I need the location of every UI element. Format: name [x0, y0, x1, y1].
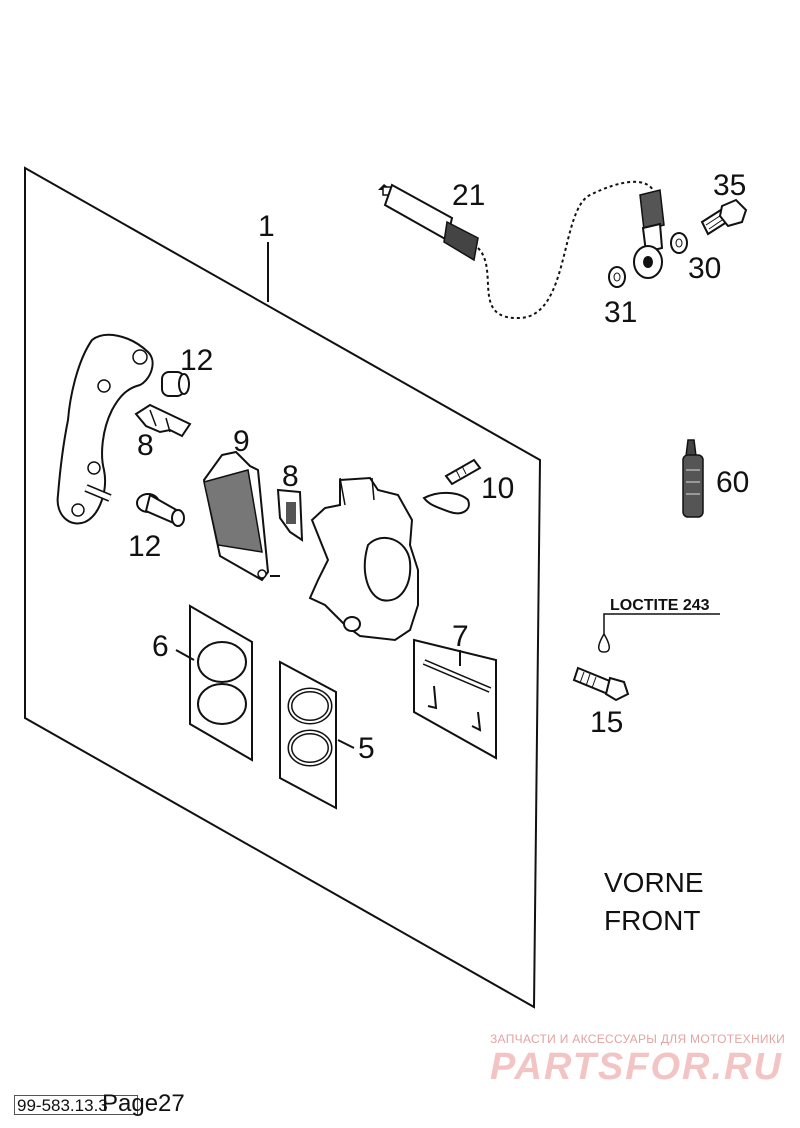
leader-6 [175, 649, 195, 661]
callout-8-left: 8 [137, 429, 154, 462]
rubber-boot-upper [161, 371, 190, 397]
brake-pad [202, 450, 280, 582]
callout-7: 7 [452, 620, 469, 653]
brake-hose [378, 180, 665, 320]
watermark-tagline: ЗАПЧАСТИ И АКСЕССУАРЫ ДЛЯ МОТОТЕХНИКИ [490, 1032, 786, 1046]
pad-pin-kit [422, 659, 492, 732]
callout-5: 5 [358, 732, 375, 765]
callout-10: 10 [481, 472, 514, 505]
watermark-logo: PARTSFOR.RU [490, 1046, 783, 1088]
callout-31: 31 [604, 296, 637, 329]
callout-21: 21 [452, 179, 485, 212]
caliper-bracket [56, 333, 154, 525]
callout-35: 35 [713, 169, 746, 202]
loctite-drop-icon [598, 632, 610, 653]
grease-tube [682, 439, 704, 518]
loctite-note: LOCTITE 243 [610, 597, 710, 614]
callout-6: 6 [152, 630, 169, 663]
caliper-body [308, 476, 419, 642]
callout-1: 1 [258, 210, 275, 243]
pin-kit-box [413, 638, 497, 760]
pad-spring-right [276, 488, 304, 542]
callout-12-upper: 12 [180, 344, 213, 377]
direction-line2: FRONT [604, 905, 700, 936]
page-number: Page27 [102, 1090, 185, 1117]
loctite-leader [603, 613, 720, 634]
callout-9: 9 [233, 425, 250, 458]
piston-box [189, 604, 253, 762]
callout-60: 60 [716, 466, 749, 499]
callout-12-lower: 12 [128, 530, 161, 563]
guide-bolt [136, 493, 185, 527]
seal-box [279, 660, 337, 810]
callout-15: 15 [590, 706, 623, 739]
pad-spring-left [134, 403, 192, 438]
callout-30: 30 [688, 252, 721, 285]
bleed-screw [422, 458, 482, 515]
banjo-bolt [700, 198, 748, 236]
drawing-code: 99-583.13.3 [14, 1095, 138, 1115]
pistons [197, 641, 247, 725]
callout-8-right: 8 [282, 460, 299, 493]
piston-seals [287, 687, 333, 767]
mounting-bolt [572, 666, 630, 702]
assembly-frame [24, 166, 542, 1009]
leader-5 [337, 739, 355, 749]
direction-line1: VORNE [604, 867, 704, 898]
